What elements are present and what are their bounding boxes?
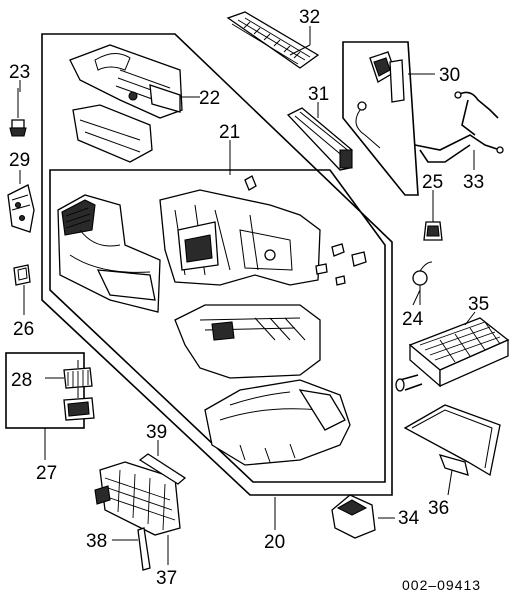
callout-28: 28 (11, 370, 32, 391)
bolt-small (244, 175, 257, 191)
part-38-seal (137, 527, 151, 571)
callout-39: 39 (146, 422, 167, 443)
callout-38: 38 (86, 531, 107, 552)
callout-31: 31 (308, 84, 329, 105)
part-22-duct-cover (69, 44, 183, 163)
callout-25: 25 (422, 172, 443, 193)
callout-29: 29 (9, 150, 30, 171)
part-31-duct (286, 107, 353, 171)
callout-24: 24 (402, 309, 424, 330)
part-37-evaporator (94, 461, 181, 536)
reference-code: 002–09413 (402, 577, 481, 593)
callout-34: 34 (398, 508, 420, 529)
callout-35: 35 (468, 294, 489, 315)
part-35-heater-core (395, 317, 510, 392)
part-32-filter (226, 11, 320, 69)
bottom-tray (204, 379, 351, 466)
callout-27: 27 (36, 463, 57, 484)
part-39-foam (138, 453, 187, 485)
part-21-case-body (57, 175, 367, 313)
callout-22: 22 (199, 88, 220, 109)
part-24-sensor (412, 261, 433, 305)
part-26-clip (13, 264, 31, 286)
callout-36: 36 (428, 498, 449, 519)
part-30-box (342, 41, 419, 196)
part-36-shroud (403, 404, 501, 477)
callout-33: 33 (463, 172, 484, 193)
callout-32: 32 (299, 7, 320, 28)
callout-21: 21 (219, 122, 240, 143)
callout-23: 23 (9, 62, 30, 83)
part-28-blower-motor (63, 360, 95, 421)
assembly-20-outline (41, 33, 393, 496)
part-23-sensor (9, 88, 27, 137)
part-34-mount (331, 494, 376, 539)
case-21-outline (49, 169, 386, 483)
part-30-actuator (355, 51, 405, 149)
part-25-valve (423, 200, 443, 241)
lower-case-half (174, 304, 321, 379)
leader-lines (19, 26, 476, 565)
callout-20: 20 (264, 532, 285, 553)
part-33-tubes (414, 91, 504, 163)
callout-26: 26 (13, 319, 34, 340)
callout-30: 30 (439, 65, 460, 86)
callout-37: 37 (156, 568, 177, 589)
part-29-bracket (7, 184, 35, 233)
